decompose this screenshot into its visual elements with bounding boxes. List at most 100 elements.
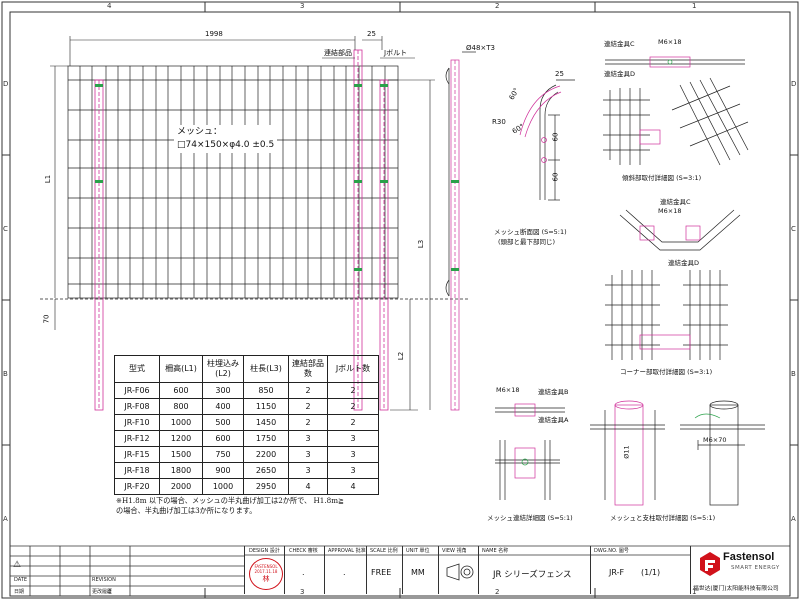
front-dimensions	[50, 36, 435, 411]
check-cell: CHECK 審核 .	[284, 546, 325, 594]
col-jbolts: Jボルト数	[327, 355, 379, 383]
col-embed: 柱埋込み (L2)	[202, 355, 244, 383]
section-dim-25: 25	[555, 70, 564, 78]
drawing-name: JR シリーズフェンス	[493, 570, 572, 580]
mesh-joint-detail	[495, 403, 565, 500]
col-connectors: 連結部品 数	[288, 355, 328, 383]
slope-detail	[603, 56, 749, 166]
fence-posts	[94, 49, 389, 411]
grid-row-label-right: B	[791, 370, 796, 378]
slope-detail-caption: 傾斜部取付詳細図 (S=3:1)	[622, 174, 702, 182]
warning-icon: ⚠	[13, 560, 22, 570]
grid-col-label-bottom: 4	[107, 588, 112, 596]
grid-row-label-left: D	[3, 80, 9, 88]
rev-date-header-jp: 日期	[14, 589, 25, 595]
mount-bolt: M6×70	[703, 436, 727, 444]
dwg-no-cell: DWG.NO. 圖号 JR-F (1/1)	[590, 546, 691, 594]
grid-col-label-top: 3	[300, 2, 305, 10]
view-header: VIEW 視角	[442, 548, 467, 554]
grid-col-label-top: 2	[495, 2, 500, 10]
post-mount-caption: メッシュと支柱取付詳細図 (S=5:1)	[610, 514, 716, 522]
jbolt-label: Jボルト	[384, 49, 408, 57]
design-header: DESIGN 設計	[249, 548, 280, 554]
grid-row-label-right: D	[791, 80, 797, 88]
mesh-spec: □74×150×φ4.0 ±0.5	[177, 140, 275, 150]
section-radius: R30	[492, 118, 506, 126]
approval-value: .	[343, 568, 346, 577]
name-header: NAME 名称	[482, 548, 509, 554]
mount-hole-diameter: Ø11	[622, 445, 631, 459]
width-dimension: 1998	[205, 30, 223, 38]
mesh-section-caption: メッシュ断面図 (S=5:1)	[494, 228, 567, 236]
stamp-company: FASTENSOL	[254, 564, 278, 569]
slope-label-c: 連結金具C	[604, 40, 635, 48]
approval-stamp: FASTENSOL 2017.11.18 林	[249, 558, 283, 590]
grid-col-label-top: 1	[692, 2, 697, 10]
corner-bolt: M6×18	[658, 207, 682, 215]
name-cell: NAME 名称 JR シリーズフェンス	[478, 546, 591, 594]
sheet-number: (1/1)	[641, 568, 661, 577]
bending-note: ※H1.8m 以下の場合、メッシュの半丸曲げ加工は2か所で、 H1.8m≧ の場…	[116, 496, 406, 516]
mesh-section-detail	[519, 79, 575, 201]
fastensol-logo-icon	[700, 552, 720, 576]
length-l3-dimension: L3	[417, 239, 426, 249]
corner-label-c: 連結金具C	[660, 198, 691, 206]
col-length: 柱長(L3)	[243, 355, 289, 383]
grid-col-label-top: 4	[107, 2, 112, 10]
corner-label-d: 連結金具D	[668, 259, 700, 267]
stamp-date: 2017.11.18	[254, 569, 278, 574]
fence-mesh-panel	[67, 65, 399, 299]
side-view	[445, 51, 476, 411]
stamp-person: 林	[262, 575, 270, 583]
post-offset-dimension: 25	[367, 30, 376, 38]
grid-col-label-bottom: 3	[300, 588, 305, 596]
spec-table: 型式 柵高(L1) 柱埋込み (L2) 柱長(L3) 連結部品 数 Jボルト数 …	[114, 355, 379, 495]
company-name: 福世达(厦门)太阳能科技有限公司	[693, 586, 779, 592]
unit-header: UNIT 單位	[406, 548, 430, 554]
note-line-1: ※H1.8m 以下の場合、メッシュの半丸曲げ加工は2か所で、 H1.8m≧	[116, 496, 345, 505]
mesh-callout: メッシュ： □74×150×φ4.0 ±0.5	[174, 125, 278, 153]
corner-detail-caption: コーナー部取付詳細図 (S=3:1)	[620, 368, 713, 376]
connector-marks	[95, 84, 388, 271]
view-cell: VIEW 視角	[438, 546, 479, 594]
grid-row-label-left: A	[3, 515, 8, 523]
grid-row-label-right: A	[791, 515, 796, 523]
mesh-joint-caption: メッシュ連結詳細図 (S=5:1)	[487, 514, 573, 522]
section-dim-60b: 60	[551, 172, 560, 182]
mesh-section-subcaption: (頭部と最下部同じ)	[498, 238, 556, 246]
grid-col-label-bottom: 2	[495, 588, 500, 596]
brand-name: Fastensol	[723, 551, 775, 563]
brand-subtitle: SMART ENERGY	[731, 565, 780, 571]
grid-row-label-right: C	[791, 225, 796, 233]
ground-offset-dimension: 70	[42, 314, 51, 324]
scale-cell: SCALE 比例 FREE	[366, 546, 403, 594]
dwg-no-header: DWG.NO. 圖号	[594, 548, 629, 554]
post-diameter-dimension: Ø48×T3	[466, 44, 496, 52]
approval-cell: APPROVAL 批准 .	[324, 546, 367, 594]
section-dim-60a: 60	[551, 132, 560, 142]
height-l1-dimension: L1	[44, 174, 53, 184]
rev-revision-header: REVISION	[92, 577, 116, 583]
scale-header: SCALE 比例	[370, 548, 398, 554]
check-header: CHECK 審核	[289, 548, 318, 554]
unit-cell: UNIT 單位 MM	[402, 546, 439, 594]
col-height: 柵高(L1)	[159, 355, 203, 383]
check-value: .	[302, 568, 305, 577]
grid-row-label-left: C	[3, 225, 8, 233]
note-line-2: の場合、半丸曲げ加工は3か所になります。	[116, 506, 257, 515]
projection-icon	[446, 563, 474, 581]
brand-cell: Fastensol SMART ENERGY 福世达(厦门)太阳能科技有限公司	[690, 546, 791, 594]
corner-detail	[605, 209, 741, 360]
mesh-title: メッシュ：	[177, 127, 223, 137]
spec-table-header: 型式 柵高(L1) 柱埋込み (L2) 柱長(L3) 連結部品 数 Jボルト数	[114, 355, 379, 383]
joint-label-b: 連結金具B	[538, 388, 569, 396]
